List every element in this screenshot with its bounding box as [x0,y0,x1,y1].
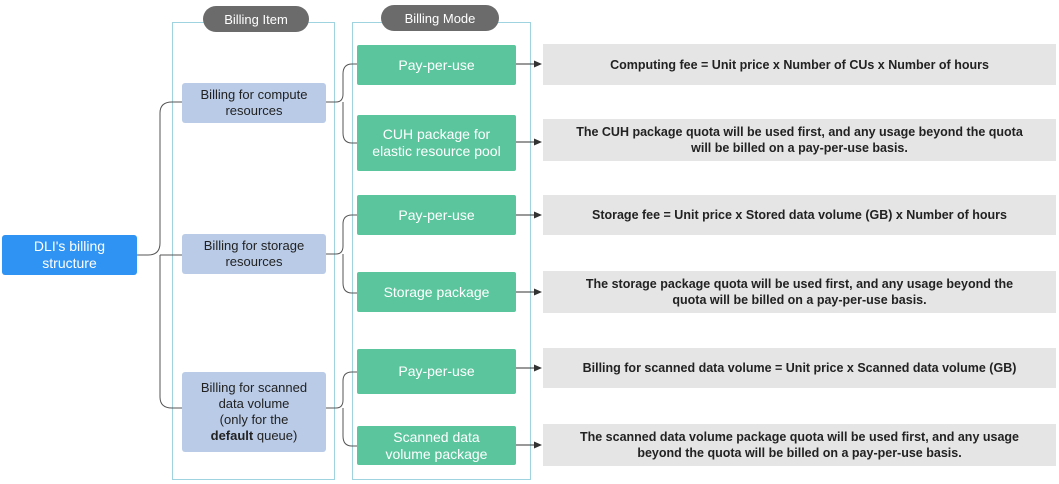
mode-compute-cuh-package-line1: CUH package for [382,126,491,142]
mode-scanned-package-line1: Scanned data [393,428,480,445]
connector-storage-to-modes [326,214,357,294]
item-storage: Billing for storage resources [182,234,326,274]
connector-root-to-items [137,101,182,409]
result-compute-pay-per-use: Computing fee = Unit price x Number of C… [543,44,1056,85]
result-compute-cuh-package: The CUH package quota will be used first… [543,119,1056,161]
mode-compute-cuh-package-line2: elastic resource pool [372,143,501,159]
result-compute-cuh-package-line2: will be billed on a pay-per-use basis. [691,141,908,155]
result-scanned-package: The scanned data volume package quota wi… [543,424,1056,466]
root-label-line1: DLI's billing [33,238,106,254]
mode-storage-pay-per-use-label: Pay-per-use [398,206,475,223]
mode-storage-pay-per-use: Pay-per-use [357,195,516,235]
item-compute-line2: resources [225,103,283,118]
connector-scanned-to-modes [326,371,357,447]
mode-compute-cuh-package: CUH package for elastic resource pool [357,115,516,171]
billing-mode-header-label: Billing Mode [404,10,476,26]
result-compute-pay-per-use-text: Computing fee = Unit price x Number of C… [610,57,989,72]
result-scanned-package-line2: beyond the quota will be billed on a pay… [637,446,962,460]
item-scanned-line4: default queue) [201,428,307,444]
mode-scanned-pay-per-use-label: Pay-per-use [398,363,475,379]
billing-item-header-label: Billing Item [224,11,288,27]
item-storage-line1: Billing for storage [203,238,305,253]
result-compute-cuh-package-line1: The CUH package quota will be used first… [576,125,1023,139]
item-scanned-default-keyword: default [210,428,254,443]
root-label-line2: structure [42,255,97,271]
result-storage-package-line1: The storage package quota will be used f… [585,277,1014,291]
item-scanned-line2: data volume [218,396,290,411]
result-storage-package-line2: quota will be billed on a pay-per-use ba… [672,293,927,307]
result-scanned-package-line1: The scanned data volume package quota wi… [579,430,1019,444]
billing-item-header: Billing Item [203,6,309,32]
mode-scanned-package: Scanned data volume package [357,426,516,465]
root-node: DLI's billing structure [2,235,137,275]
result-storage-pay-per-use-text: Storage fee = Unit price x Stored data v… [591,208,1007,222]
connector-compute-to-modes [326,63,357,144]
mode-compute-pay-per-use: Pay-per-use [357,45,516,85]
item-scanned-line1: Billing for scanned [200,380,308,395]
result-scanned-pay-per-use-text: Billing for scanned data volume = Unit p… [582,361,1017,375]
item-compute: Billing for compute resources [182,83,326,123]
item-compute-line1: Billing for compute [200,87,308,102]
mode-storage-package-label: Storage package [383,283,490,300]
item-storage-line2: resources [225,254,283,269]
mode-storage-package: Storage package [357,272,516,312]
item-scanned-line3: (only for the [219,412,289,427]
mode-compute-pay-per-use-label: Pay-per-use [398,56,475,73]
item-scanned-line4-rest: queue) [253,428,298,443]
result-scanned-pay-per-use: Billing for scanned data volume = Unit p… [543,348,1056,388]
item-scanned: Billing for scanned data volume (only fo… [182,372,326,452]
result-storage-pay-per-use: Storage fee = Unit price x Stored data v… [543,195,1056,235]
result-storage-package: The storage package quota will be used f… [543,271,1056,313]
mode-scanned-pay-per-use: Pay-per-use [357,349,516,394]
mode-scanned-package-line2: volume package [385,445,488,462]
billing-mode-header: Billing Mode [381,5,499,31]
